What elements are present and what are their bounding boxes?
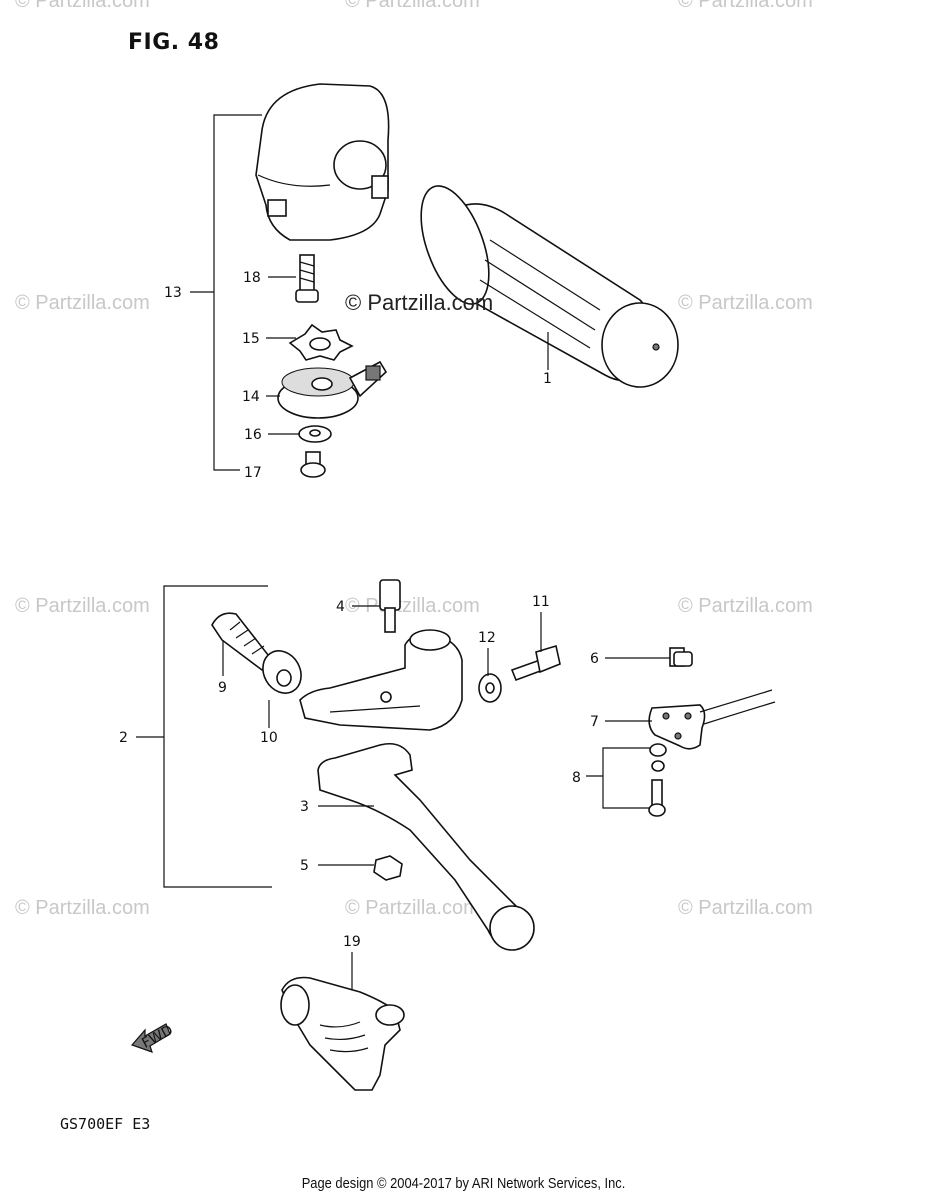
watermark: © Partzilla.com <box>678 0 813 12</box>
figure-title: FIG. 48 <box>128 30 220 55</box>
callout-18: 18 <box>243 270 261 286</box>
callout-15: 15 <box>242 331 260 347</box>
callout-10: 10 <box>260 730 278 746</box>
nut-5[interactable] <box>373 855 403 881</box>
lever-holder[interactable] <box>299 629 463 731</box>
watermark: © Partzilla.com <box>345 595 480 617</box>
forward-arrow-label: FWD <box>139 1022 175 1051</box>
callout-4: 4 <box>336 599 345 615</box>
switch-base-14[interactable] <box>277 360 388 419</box>
bracket-13 <box>190 114 262 471</box>
leader-lines <box>222 276 670 990</box>
clutch-lever-3[interactable] <box>317 742 535 951</box>
callout-16: 16 <box>244 427 262 443</box>
switch-7[interactable] <box>648 689 776 750</box>
watermark: © Partzilla.com <box>15 0 150 12</box>
washer-16[interactable] <box>298 425 332 443</box>
clutch-switch-19[interactable] <box>280 976 405 1091</box>
watermark: © Partzilla.com <box>678 595 813 617</box>
bolt-11[interactable] <box>510 644 561 682</box>
bracket-8 <box>586 747 650 809</box>
star-washer-15[interactable] <box>288 323 354 361</box>
callout-7: 7 <box>590 714 599 730</box>
watermark: © Partzilla.com <box>345 0 480 12</box>
watermark: © Partzilla.com <box>15 595 150 617</box>
washer-12[interactable] <box>478 673 502 703</box>
callout-12: 12 <box>478 630 496 646</box>
callout-11: 11 <box>532 594 550 610</box>
screw-17[interactable] <box>300 451 326 478</box>
callout-17: 17 <box>244 465 262 481</box>
callout-19: 19 <box>343 934 361 950</box>
forward-arrow-icon: FWD <box>130 1022 176 1053</box>
callout-1: 1 <box>543 371 552 387</box>
handle-grip[interactable] <box>407 177 679 388</box>
callout-8: 8 <box>572 770 581 786</box>
callout-13: 13 <box>164 285 182 301</box>
pivot-bolt-4[interactable] <box>379 579 401 633</box>
callout-3: 3 <box>300 799 309 815</box>
callout-5: 5 <box>300 858 309 874</box>
watermark: © Partzilla.com <box>15 897 150 919</box>
page-footer: Page design © 2004-2017 by ARI Network S… <box>301 1175 626 1192</box>
watermark: © Partzilla.com <box>15 292 150 314</box>
lock-nut-10[interactable] <box>255 644 308 700</box>
screw-6[interactable] <box>669 647 693 667</box>
adjuster-bolt-9[interactable] <box>211 612 274 672</box>
screw-18[interactable] <box>295 254 319 303</box>
watermark: © Partzilla.com <box>678 292 813 314</box>
watermark: © Partzilla.com <box>345 897 480 919</box>
watermark: © Partzilla.com <box>678 897 813 919</box>
watermark-center: © Partzilla.com <box>345 290 494 315</box>
callout-9: 9 <box>218 680 227 696</box>
callout-6: 6 <box>590 651 599 667</box>
screw-set-8[interactable] <box>648 743 667 817</box>
bracket-2 <box>136 585 272 888</box>
model-code: GS700EF E3 <box>60 1115 151 1133</box>
switch-housing[interactable] <box>255 83 390 241</box>
callout-2: 2 <box>119 730 128 746</box>
callout-14: 14 <box>242 389 260 405</box>
